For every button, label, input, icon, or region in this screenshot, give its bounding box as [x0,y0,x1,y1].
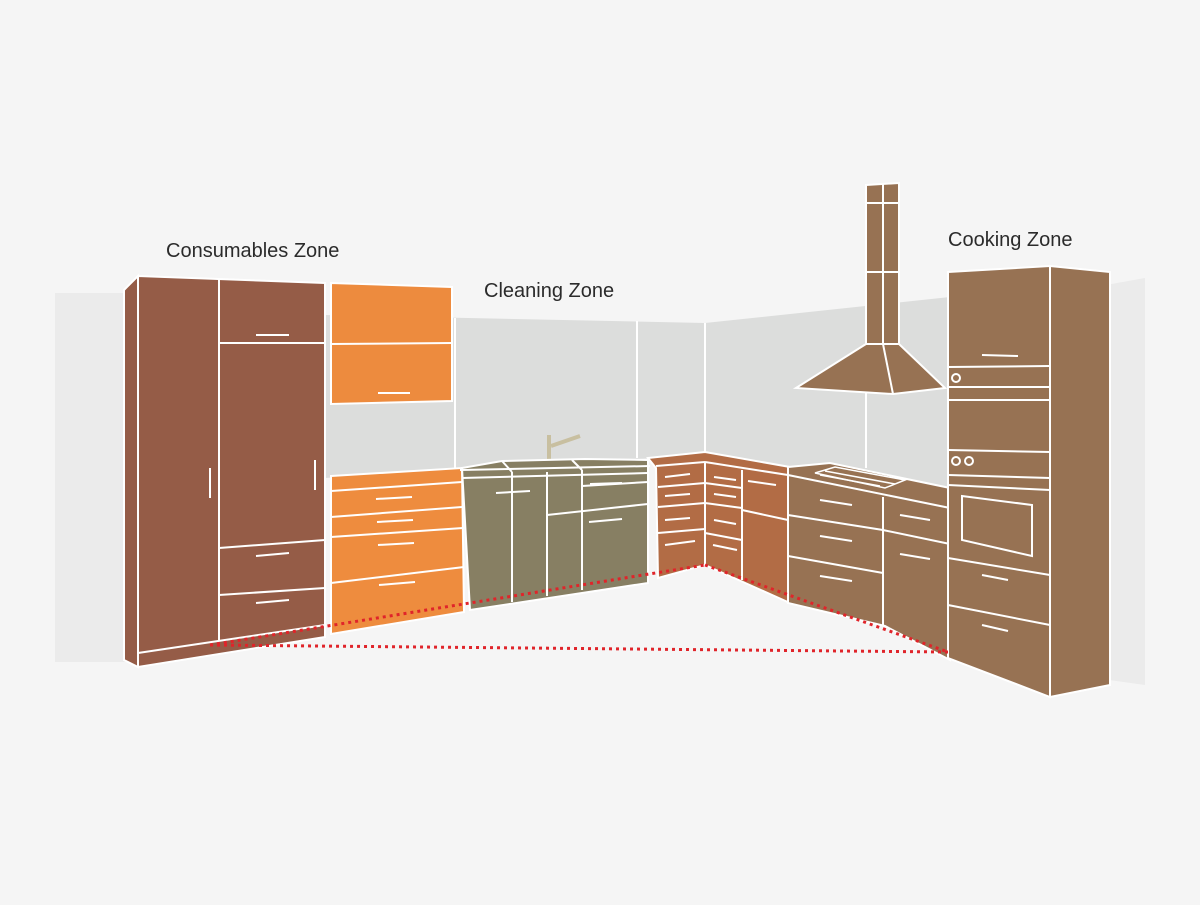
work-triangle [209,563,949,654]
lower-drawer-unit [330,466,466,636]
stove-cabinets [787,461,951,662]
cleaning-zone-label: Cleaning Zone [484,280,615,302]
corner-cabinets [646,450,791,605]
left-side-wall [55,293,140,662]
pantry-cabinet [123,273,326,669]
consumables-zone-label: Consumables Zone [166,240,340,262]
range-hood [792,181,948,396]
cooking-zone-label: Cooking Zone [948,229,1073,251]
work-triangle-sink-to-stove [704,563,949,654]
tall-oven-cabinet [947,264,1111,699]
cooktop [814,466,908,489]
sink-faucet [547,434,581,460]
work-triangle-stove-to-pantry [209,643,949,654]
upper-wall-cabinet [330,281,453,406]
sink-cabinets [459,457,651,612]
